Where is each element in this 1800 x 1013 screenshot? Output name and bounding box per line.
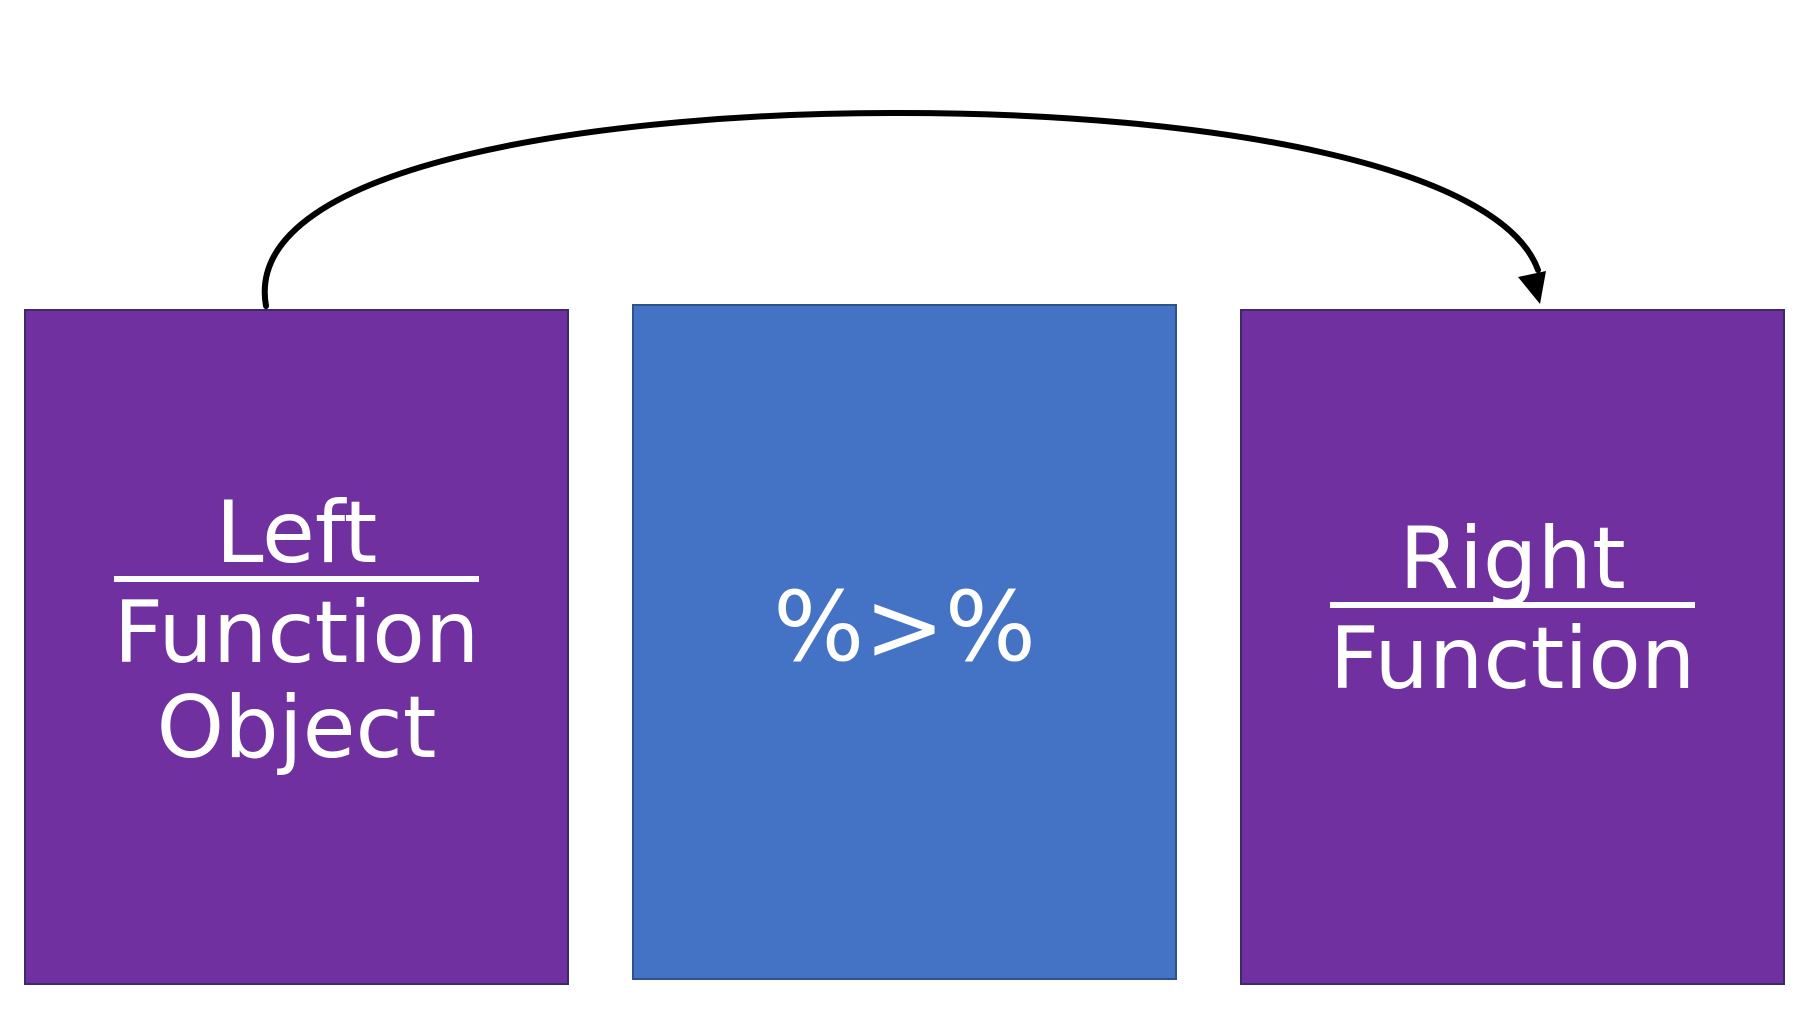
- right-line-function: Function: [1329, 608, 1696, 709]
- left-function-object-box: Left Function Object: [24, 309, 569, 985]
- pipe-operator-box: %>%: [632, 304, 1177, 980]
- left-line-object: Object: [156, 678, 437, 778]
- flow-arrow-head: [1518, 271, 1546, 304]
- left-heading: Left: [113, 490, 480, 583]
- left-box-text: Left Function Object: [113, 490, 480, 778]
- pipe-operator-label: %>%: [773, 571, 1036, 683]
- right-box-text: Right Function: [1329, 516, 1696, 709]
- right-heading: Right: [1329, 516, 1696, 608]
- flow-arrow-curve: [261, 109, 1541, 309]
- left-line-function: Function: [113, 583, 480, 684]
- right-function-box: Right Function: [1240, 309, 1785, 985]
